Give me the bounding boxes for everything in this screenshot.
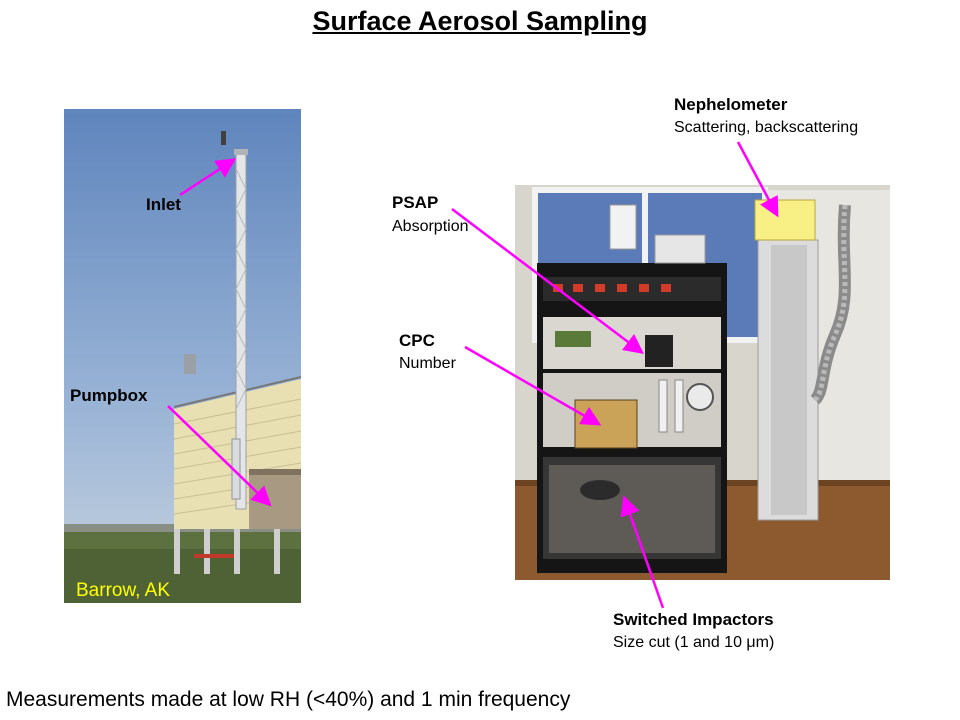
inlet-label: Inlet	[146, 195, 181, 214]
cpc-description: Number	[399, 355, 456, 372]
barrow-site-illustration	[64, 109, 301, 603]
slide-title: Surface Aerosol Sampling	[312, 6, 648, 36]
footer-note: Measurements made at low RH (<40%) and 1…	[6, 688, 571, 711]
cpc-label: CPC	[399, 331, 435, 350]
site-location-caption: Barrow, AK	[76, 580, 170, 601]
impactors-label: Switched Impactors	[613, 610, 774, 629]
barrow-site-photo	[64, 109, 301, 603]
psap-label: PSAP	[392, 193, 439, 212]
impactors-description: Size cut (1 and 10 μm)	[613, 634, 775, 651]
instrument-rack-photo	[515, 185, 890, 580]
psap-description: Absorption	[392, 218, 469, 235]
nephelometer-description: Scattering, backscattering	[674, 119, 859, 136]
instrument-rack-illustration	[515, 185, 890, 580]
nephelometer-label: Nephelometer	[674, 95, 788, 114]
pumpbox-label: Pumpbox	[70, 386, 148, 405]
